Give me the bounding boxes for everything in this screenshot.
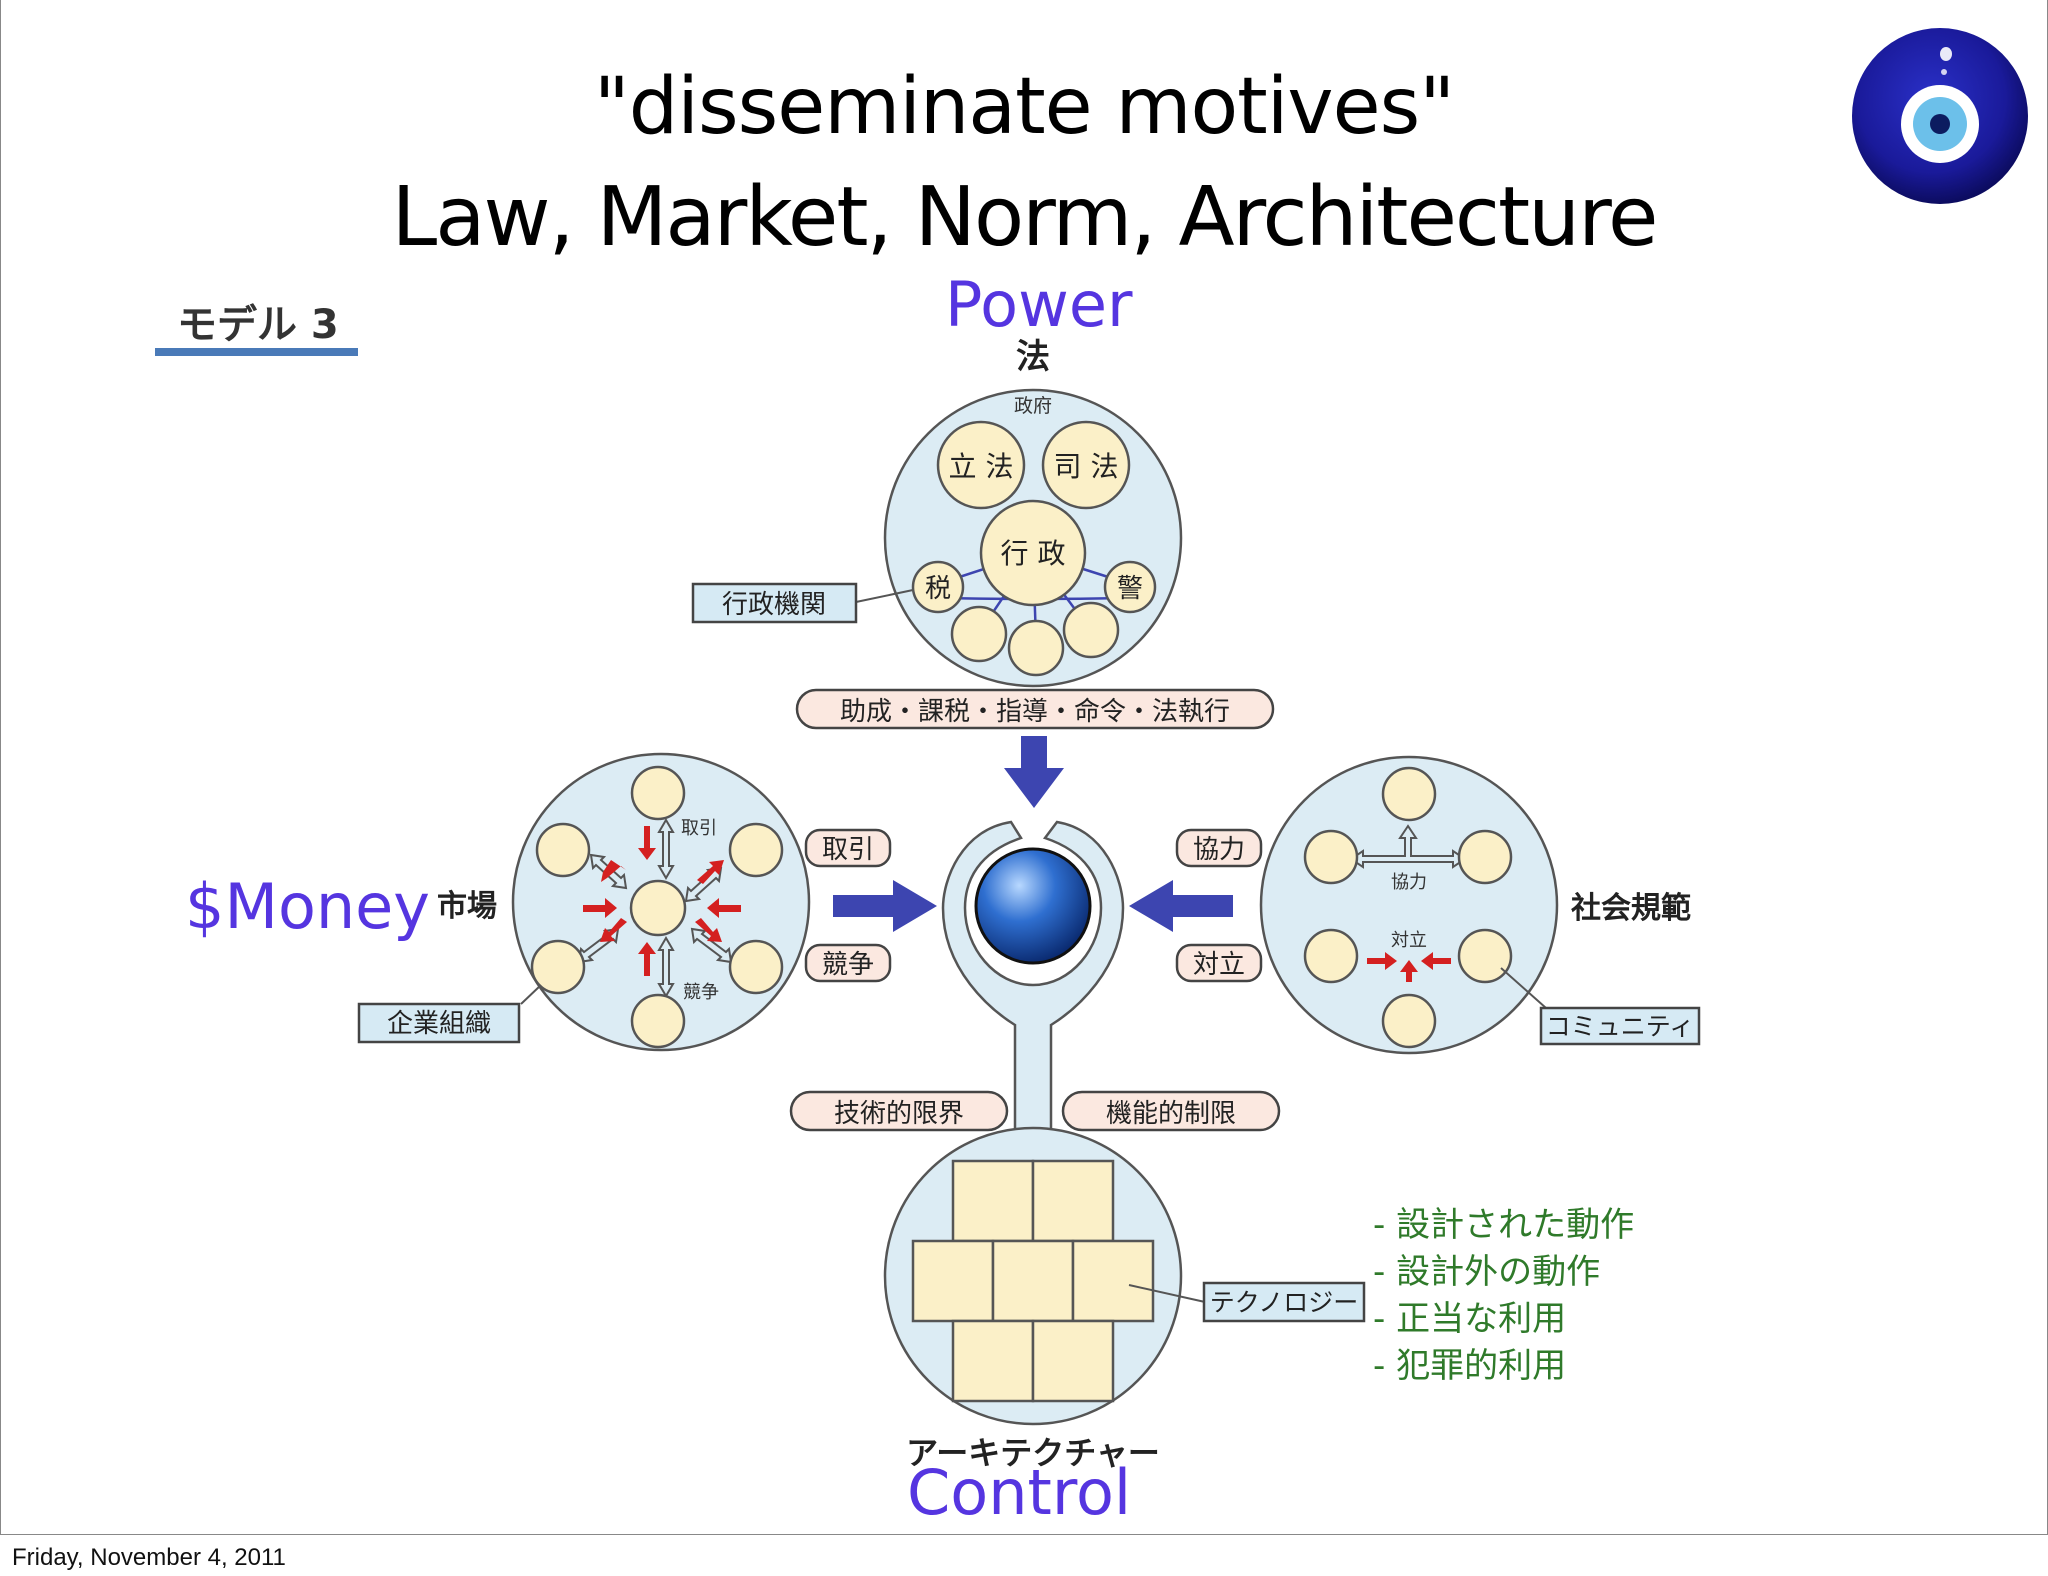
technology-label: テクノロジー	[1210, 1288, 1359, 1317]
slide: "disseminate motives" Law, Market, Norm,…	[0, 0, 2048, 1535]
behavior-item: - 犯罪的利用	[1373, 1346, 1567, 1386]
police-label: 警	[1117, 574, 1143, 604]
norms-conflict-label: 対立	[1391, 930, 1427, 951]
norms-node	[1381, 993, 1437, 1049]
market-node	[728, 939, 784, 995]
companies-tag	[357, 1002, 521, 1044]
agency-node	[1062, 601, 1120, 659]
norms-cooperation-label: 協力	[1391, 872, 1427, 893]
architecture-blocks	[911, 1159, 1155, 1403]
technology-tag	[1202, 1281, 1366, 1323]
cooperation-pill	[1175, 828, 1263, 868]
model-label: モデル 3	[177, 302, 339, 348]
police-node	[1103, 560, 1157, 614]
arrow-left	[1129, 880, 1233, 932]
executive-label: 行 政	[1001, 537, 1066, 570]
norms-title: 社会規範	[1571, 891, 1691, 926]
market-node	[728, 822, 784, 878]
behavior-item: - 設計外の動作	[1373, 1252, 1601, 1292]
legislative-label: 立 法	[949, 450, 1014, 483]
law-actions-label: 助成・課税・指導・命令・法執行	[840, 697, 1230, 727]
market-node	[535, 822, 591, 878]
market-trade-label: 取引	[681, 818, 717, 839]
control-label: Control	[907, 1456, 1132, 1529]
slide-title-line1: "disseminate motives"	[593, 62, 1455, 152]
behavior-list: - 設計された動作 - 設計外の動作 - 正当な利用 - 犯罪的利用	[1373, 1202, 1634, 1390]
market-node	[630, 993, 686, 1049]
model-label-underline	[155, 348, 358, 356]
companies-label: 企業組織	[387, 1009, 491, 1039]
judicial-label: 司 法	[1054, 450, 1119, 483]
market-node	[530, 939, 586, 995]
executive-node	[979, 499, 1087, 607]
market-competition-label: 競争	[683, 982, 719, 1003]
community-label: コミュニティ	[1546, 1012, 1695, 1041]
agencies-tag	[691, 582, 858, 624]
trade-pill	[804, 828, 892, 868]
market-node	[630, 765, 686, 821]
judicial-node	[1041, 420, 1131, 510]
behavior-item: - 正当な利用	[1373, 1299, 1567, 1339]
agency-node	[950, 605, 1008, 663]
government-label: 政府	[1014, 395, 1052, 417]
tech-limits-pill	[789, 1090, 1009, 1132]
arrow-right	[833, 880, 937, 932]
norms-node	[1303, 829, 1359, 885]
competition-pill	[804, 943, 892, 983]
money-label: $Money	[185, 870, 431, 943]
market-title: 市場	[437, 889, 497, 924]
norms-node	[1457, 829, 1513, 885]
arrow-down	[1004, 736, 1064, 808]
tax-label: 税	[925, 574, 951, 604]
tech-limits-label: 技術的限界	[834, 1099, 964, 1129]
power-label: Power	[945, 268, 1133, 341]
tax-node	[911, 560, 965, 614]
footer-date: Friday, November 4, 2011	[12, 1544, 286, 1571]
four-modalities-diagram: モデル 3 法 政府 立 法 司 法 行 政 税 警 行政機関	[155, 302, 1701, 1472]
norms-node	[1303, 928, 1359, 984]
market-center-node	[629, 879, 687, 937]
cooperation-pill-label: 協力	[1193, 835, 1245, 865]
competition-pill-label: 競争	[822, 950, 874, 980]
conflict-pill-label: 対立	[1193, 950, 1245, 980]
legislative-node	[936, 420, 1026, 510]
functional-limits-pill	[1061, 1090, 1281, 1132]
behavior-item: - 設計された動作	[1373, 1205, 1635, 1245]
central-frame	[941, 820, 1125, 1187]
agency-node	[1007, 619, 1065, 677]
central-globe	[974, 847, 1092, 965]
agencies-label: 行政機関	[722, 590, 826, 620]
law-actions-pill	[795, 688, 1275, 730]
trade-pill-label: 取引	[822, 835, 874, 865]
architecture-title: アーキテクチャー	[906, 1434, 1160, 1472]
functional-limits-label: 機能的制限	[1106, 1099, 1236, 1129]
slide-title-line2: Law, Market, Norm, Architecture	[391, 170, 1659, 265]
community-tag	[1539, 1006, 1701, 1046]
norms-node	[1457, 928, 1513, 984]
norms-node	[1381, 766, 1437, 822]
conflict-pill	[1175, 943, 1263, 983]
law-title: 法	[1016, 337, 1050, 377]
